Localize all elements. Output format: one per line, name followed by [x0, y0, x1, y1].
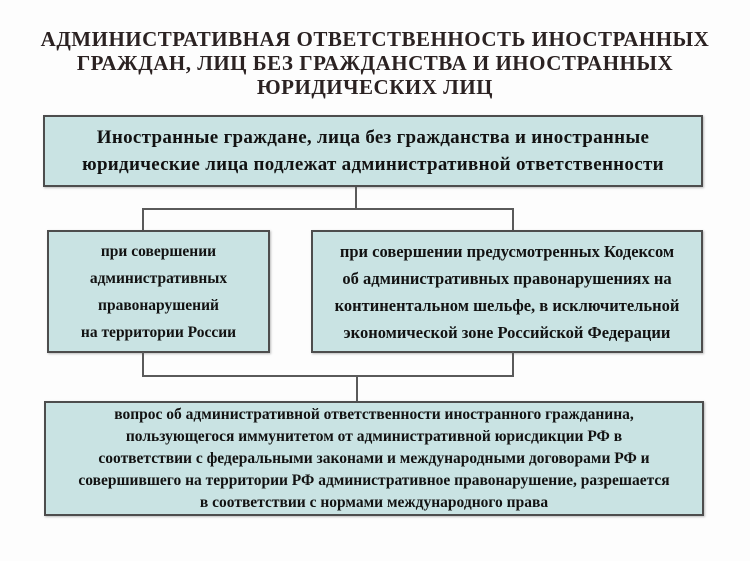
connector-out-right: [512, 352, 514, 377]
root-box: Иностранные граждане, лица без гражданст…: [43, 115, 703, 187]
branch-right-line-3: континентальном шельфе, в исключительной: [334, 295, 680, 315]
connector-drop-left: [142, 208, 144, 232]
branch-box-right: при совершении предусмотренных Кодексом …: [311, 230, 703, 353]
connector-stem-bottom: [356, 375, 358, 402]
connector-out-left: [142, 352, 144, 377]
branch-right-line-2: об административных правонарушениях на: [342, 268, 672, 288]
result-box-line-5: в соответствии с нормами международного …: [199, 493, 549, 511]
connector-stem-top: [355, 187, 357, 209]
page-title-line-1: АДМИНИСТРАТИВНАЯ ОТВЕТСТВЕННОСТЬ ИНОСТРА…: [40, 27, 710, 51]
page-title-line-3: ЮРИДИЧЕСКИХ ЛИЦ: [257, 75, 493, 99]
root-box-line-2: юридические лица подлежат административн…: [82, 154, 664, 175]
connector-merge-bar-bottom: [142, 375, 514, 377]
branch-left-line-1: при совершении: [100, 242, 217, 260]
branch-left-line-4: на территории России: [80, 323, 237, 341]
result-box-line-1: вопрос об административной ответственнос…: [114, 405, 634, 423]
branch-box-left: при совершении административных правонар…: [47, 230, 270, 353]
branch-left-line-3: правонарушений: [98, 296, 219, 314]
result-box-line-4: совершившего на территории РФ администра…: [78, 471, 670, 489]
result-box: вопрос об административной ответственнос…: [44, 401, 704, 516]
root-box-line-1: Иностранные граждане, лица без гражданст…: [96, 127, 650, 148]
branch-right-line-4: экономической зоне Российской Федерации: [343, 322, 671, 342]
result-box-line-2: пользующегося иммунитетом от администрат…: [125, 427, 623, 445]
branch-right-line-1: при совершении предусмотренных Кодексом: [339, 241, 675, 261]
branch-left-line-2: административных: [89, 269, 228, 287]
page-title-line-2: ГРАЖДАН, ЛИЦ БЕЗ ГРАЖДАНСТВА И ИНОСТРАНН…: [76, 51, 674, 75]
connector-branch-bar-top: [142, 208, 514, 210]
page-title: АДМИНИСТРАТИВНАЯ ОТВЕТСТВЕННОСТЬ ИНОСТРА…: [25, 27, 725, 99]
result-box-line-3: соответствии с федеральными законами и м…: [98, 449, 650, 467]
connector-drop-right: [512, 208, 514, 232]
